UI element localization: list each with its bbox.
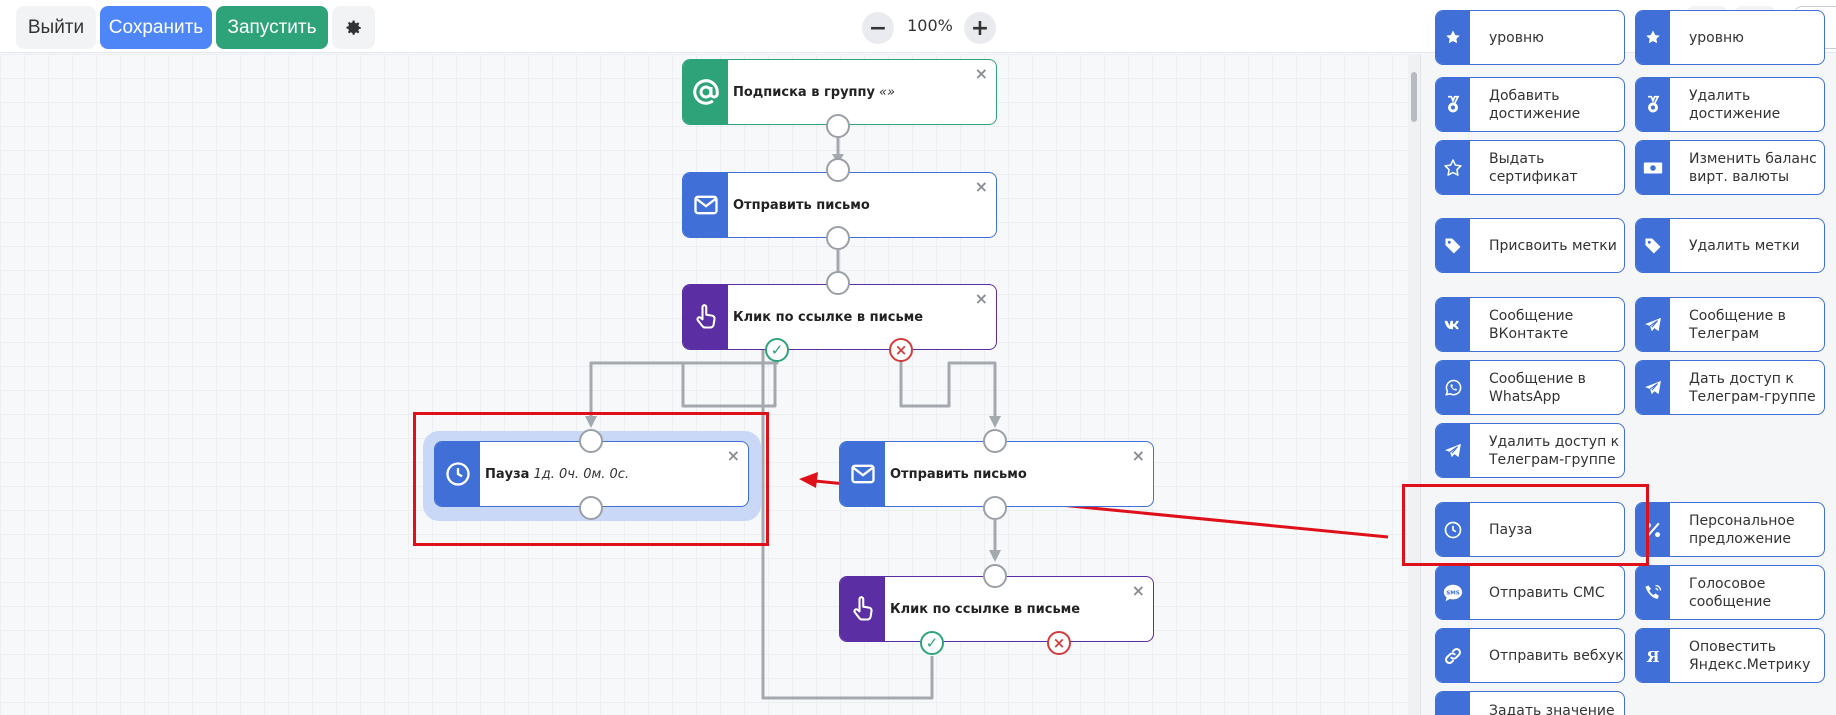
close-icon[interactable]: × xyxy=(974,64,988,83)
pointer-hand-icon xyxy=(683,285,728,349)
port-in[interactable] xyxy=(983,564,1007,588)
palette-item-telegram-revoke[interactable]: Удалить доступ к Телеграм-группе xyxy=(1435,423,1625,478)
zoom-out-button[interactable]: − xyxy=(862,12,894,44)
close-icon[interactable]: × xyxy=(1131,446,1145,465)
palette-item-voice-message[interactable]: Голосовое сообщение xyxy=(1635,565,1825,620)
canvas-scrollbar-thumb[interactable] xyxy=(1411,72,1417,122)
telegram-icon xyxy=(1636,361,1670,414)
annotation-highlight-pause-palette-item xyxy=(1402,484,1649,566)
medal-icon xyxy=(1636,78,1670,131)
svg-text:Я: Я xyxy=(1646,647,1659,665)
telegram-icon xyxy=(1436,424,1470,477)
node-subtitle: «» xyxy=(879,84,896,100)
node-subtitle: 1д. 0ч. 0м. 0с. xyxy=(533,466,630,482)
port-out[interactable] xyxy=(826,114,850,138)
annotation-highlight-pause-node xyxy=(413,412,769,546)
port-in[interactable] xyxy=(826,158,850,182)
port-in[interactable] xyxy=(983,429,1007,453)
port-in[interactable] xyxy=(579,429,603,453)
envelope-icon xyxy=(840,442,885,506)
link-icon xyxy=(1436,629,1470,682)
run-button[interactable]: Запустить xyxy=(216,6,328,49)
envelope-icon xyxy=(683,173,728,237)
palette-item-add-achievement[interactable]: Добавить достижение xyxy=(1435,77,1625,132)
port-success[interactable]: ✓ xyxy=(920,631,944,655)
flow-canvas[interactable] xyxy=(0,54,1420,715)
money-icon xyxy=(1636,141,1670,194)
palette-item-issue-certificate[interactable]: Выдать сертификат xyxy=(1435,140,1625,195)
palette-item-whatsapp-message[interactable]: Сообщение в WhatsApp xyxy=(1435,360,1625,415)
svg-text:SMS: SMS xyxy=(1446,590,1459,596)
node-title: Клик по ссылке в письме xyxy=(733,309,924,325)
node-title: Подписка в группу xyxy=(733,84,875,100)
port-in[interactable] xyxy=(826,271,850,295)
tag-icon xyxy=(1436,219,1470,272)
sms-icon: SMS xyxy=(1436,566,1470,619)
star-icon xyxy=(1436,141,1470,194)
close-icon[interactable]: × xyxy=(974,177,988,196)
port-fail[interactable]: × xyxy=(1047,631,1071,655)
variable-icon xyxy=(1436,692,1470,715)
medal-icon xyxy=(1436,78,1470,131)
clock-icon xyxy=(435,442,480,506)
palette-item-personal-offer[interactable]: Персональное предложение xyxy=(1635,502,1825,557)
settings-button[interactable] xyxy=(332,6,375,49)
close-icon[interactable]: × xyxy=(726,446,740,465)
save-button[interactable]: Сохранить xyxy=(100,6,212,49)
node-title: Клик по ссылке в письме xyxy=(890,601,1081,617)
clock-icon xyxy=(1436,503,1470,556)
palette-item-send-sms[interactable]: SMS Отправить СМС xyxy=(1435,565,1625,620)
node-title: Отправить письмо xyxy=(733,197,870,213)
port-out[interactable] xyxy=(983,496,1007,520)
palette-item-vk-message[interactable]: Сообщение ВКонтакте xyxy=(1435,297,1625,352)
palette-item-send-webhook[interactable]: Отправить вебхук xyxy=(1435,628,1625,683)
zoom-level: 100% xyxy=(907,16,953,35)
close-icon[interactable]: × xyxy=(974,289,988,308)
palette-item[interactable]: уровню xyxy=(1635,10,1825,65)
node-send-email[interactable]: Отправить письмо × xyxy=(682,172,997,238)
level-icon xyxy=(1436,11,1470,64)
zoom-in-button[interactable]: + xyxy=(964,12,996,44)
whatsapp-icon xyxy=(1436,361,1470,414)
yandex-icon: Я xyxy=(1636,629,1670,682)
node-title: Отправить письмо xyxy=(890,466,1027,482)
palette-item[interactable]: уровню xyxy=(1435,10,1625,65)
exit-button[interactable]: Выйти xyxy=(16,6,96,49)
port-success[interactable]: ✓ xyxy=(765,338,789,362)
port-out[interactable] xyxy=(826,226,850,250)
palette-item-remove-achievement[interactable]: Удалить достижение xyxy=(1635,77,1825,132)
palette-item-set-value[interactable]: Задать значение xyxy=(1435,691,1625,715)
palette-item-assign-tags[interactable]: Присвоить метки xyxy=(1435,218,1625,273)
node-link-click[interactable]: Клик по ссылке в письме × xyxy=(682,284,997,350)
at-sign-icon xyxy=(683,60,728,124)
palette-item-remove-tags[interactable]: Удалить метки xyxy=(1635,218,1825,273)
palette-item-telegram-grant[interactable]: Дать доступ к Телеграм-группе xyxy=(1635,360,1825,415)
phone-icon xyxy=(1636,566,1670,619)
level-icon xyxy=(1636,11,1670,64)
gear-icon xyxy=(346,20,361,35)
port-fail[interactable]: × xyxy=(889,338,913,362)
telegram-icon xyxy=(1636,298,1670,351)
port-out[interactable] xyxy=(579,496,603,520)
tag-icon xyxy=(1636,219,1670,272)
palette-item-yandex-metrika[interactable]: Я Оповестить Яндекс.Метрику xyxy=(1635,628,1825,683)
palette-item-change-balance[interactable]: Изменить баланс вирт. валюты xyxy=(1635,140,1825,195)
percent-icon xyxy=(1636,503,1670,556)
node-title: Пауза xyxy=(485,466,530,482)
palette-item-pause[interactable]: Пауза xyxy=(1435,502,1625,557)
canvas-scrollbar[interactable] xyxy=(1408,54,1420,715)
palette-item-telegram-message[interactable]: Сообщение в Телеграм xyxy=(1635,297,1825,352)
vk-icon xyxy=(1436,298,1470,351)
close-icon[interactable]: × xyxy=(1131,581,1145,600)
pointer-hand-icon xyxy=(840,577,885,641)
